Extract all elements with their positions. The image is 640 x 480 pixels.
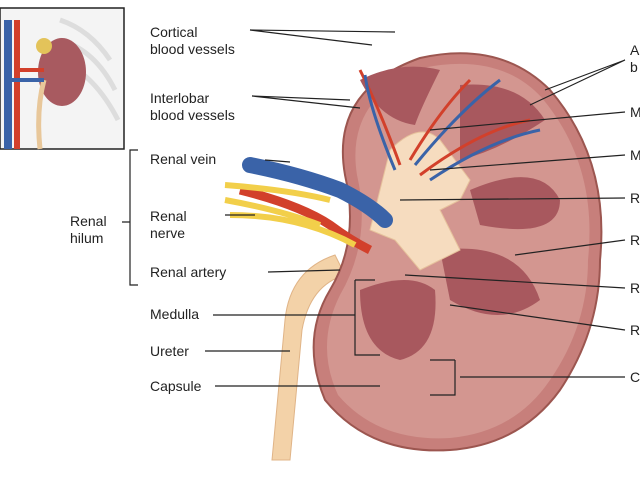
label-medulla: Medulla	[150, 306, 200, 322]
label-cortex: C	[630, 369, 640, 385]
label-line: blood vessels	[150, 41, 235, 57]
label-renal-column: R	[630, 322, 640, 338]
interlobar-vein	[363, 74, 541, 182]
label-renal-vein: Renal vein	[150, 151, 217, 167]
renal-vein	[242, 157, 393, 228]
label-line: A	[630, 42, 640, 58]
leader-lines	[122, 29, 626, 396]
label-renal-pelvis: R	[630, 190, 640, 206]
label-line: hilum	[70, 230, 104, 246]
label-line: Renal	[70, 213, 107, 229]
label-renal-pyramid: R	[630, 232, 640, 248]
label-major-calyx: M	[630, 147, 640, 163]
inset-body-view	[0, 7, 125, 150]
label-line: Cortical	[150, 24, 198, 40]
label-line: nerve	[150, 225, 186, 241]
label-line: b	[630, 59, 638, 75]
label-line: Interlobar	[150, 90, 210, 106]
ureter	[271, 254, 346, 461]
label-renal-artery: Renal artery	[150, 264, 227, 280]
renal-artery	[238, 185, 373, 255]
label-minor-calyx: M	[630, 104, 640, 120]
renal-pyramids	[360, 66, 560, 360]
label-line: Renal	[150, 208, 187, 224]
label-renal-papilla: R	[630, 280, 640, 296]
label-capsule: Capsule	[150, 378, 202, 394]
label-line: blood vessels	[150, 107, 235, 123]
label-ureter: Ureter	[150, 343, 189, 359]
